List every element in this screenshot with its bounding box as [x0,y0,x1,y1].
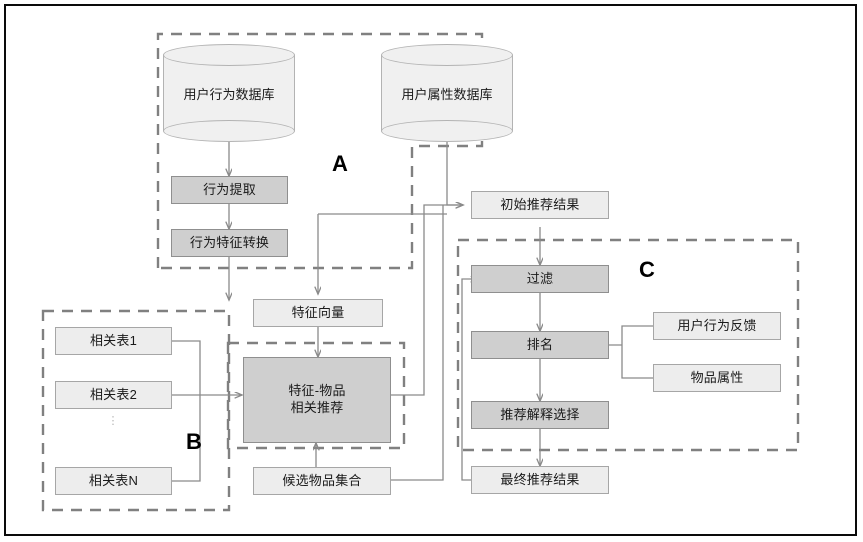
node-ranking[interactable]: 排名 [471,331,609,359]
cylinder-bottom-cap [163,120,295,142]
group-label-a: A [332,151,348,176]
node-item-attribute-label: 物品属性 [690,369,744,385]
db-user-attribute[interactable]: 用户属性数据库 [381,44,513,142]
node-explanation-selection[interactable]: 推荐解释选择 [471,401,609,429]
cylinder-body [163,55,295,131]
group-label-c: C [639,257,655,282]
node-initial-recommend-result[interactable]: 初始推荐结果 [471,191,609,219]
node-user-behavior-feedback[interactable]: 用户行为反馈 [653,312,781,340]
relation-table-ellipsis: ⋮ [107,415,119,427]
db-user-attribute-label: 用户属性数据库 [401,86,493,102]
node-feature-item-recommend-label-line1: 特征-物品 [288,383,346,399]
cylinder-bottom-cap [381,120,513,142]
node-final-recommend-result-label: 最终推荐结果 [500,471,580,487]
db-user-behavior[interactable]: 用户行为数据库 [163,44,295,142]
cylinder-body [381,55,513,131]
node-filter-label: 过滤 [526,270,554,286]
node-behavior-feature-convert[interactable]: 行为特征转换 [171,229,288,257]
group-label-b: B [186,429,202,454]
node-filter[interactable]: 过滤 [471,265,609,293]
node-behavior-extraction-label: 行为提取 [203,181,256,197]
node-candidate-item-set[interactable]: 候选物品集合 [253,467,391,495]
node-relation-table-n[interactable]: 相关表N [55,467,172,495]
node-feature-item-recommend[interactable]: 特征-物品 相关推荐 [243,357,391,443]
db-user-behavior-label: 用户行为数据库 [183,86,275,102]
node-feature-vector[interactable]: 特征向量 [253,299,383,327]
node-explanation-selection-label: 推荐解释选择 [500,406,580,422]
node-relation-table-2-label: 相关表2 [89,386,138,402]
node-candidate-item-set-label: 候选物品集合 [282,472,362,488]
node-relation-table-1-label: 相关表1 [89,332,138,348]
node-behavior-extraction[interactable]: 行为提取 [171,176,288,204]
node-user-behavior-feedback-label: 用户行为反馈 [677,317,757,333]
node-ranking-label: 排名 [526,336,554,352]
node-relation-table-n-label: 相关表N [88,472,139,488]
node-final-recommend-result[interactable]: 最终推荐结果 [471,466,609,494]
node-relation-table-1[interactable]: 相关表1 [55,327,172,355]
node-feature-item-recommend-label-line2: 相关推荐 [290,400,344,415]
cylinder-top-cap [163,44,295,66]
node-relation-table-2[interactable]: 相关表2 [55,381,172,409]
node-feature-vector-label: 特征向量 [291,304,345,320]
cylinder-top-cap [381,44,513,66]
node-initial-recommend-result-label: 初始推荐结果 [500,196,580,212]
node-item-attribute[interactable]: 物品属性 [653,364,781,392]
node-behavior-feature-convert-label: 行为特征转换 [189,234,270,250]
